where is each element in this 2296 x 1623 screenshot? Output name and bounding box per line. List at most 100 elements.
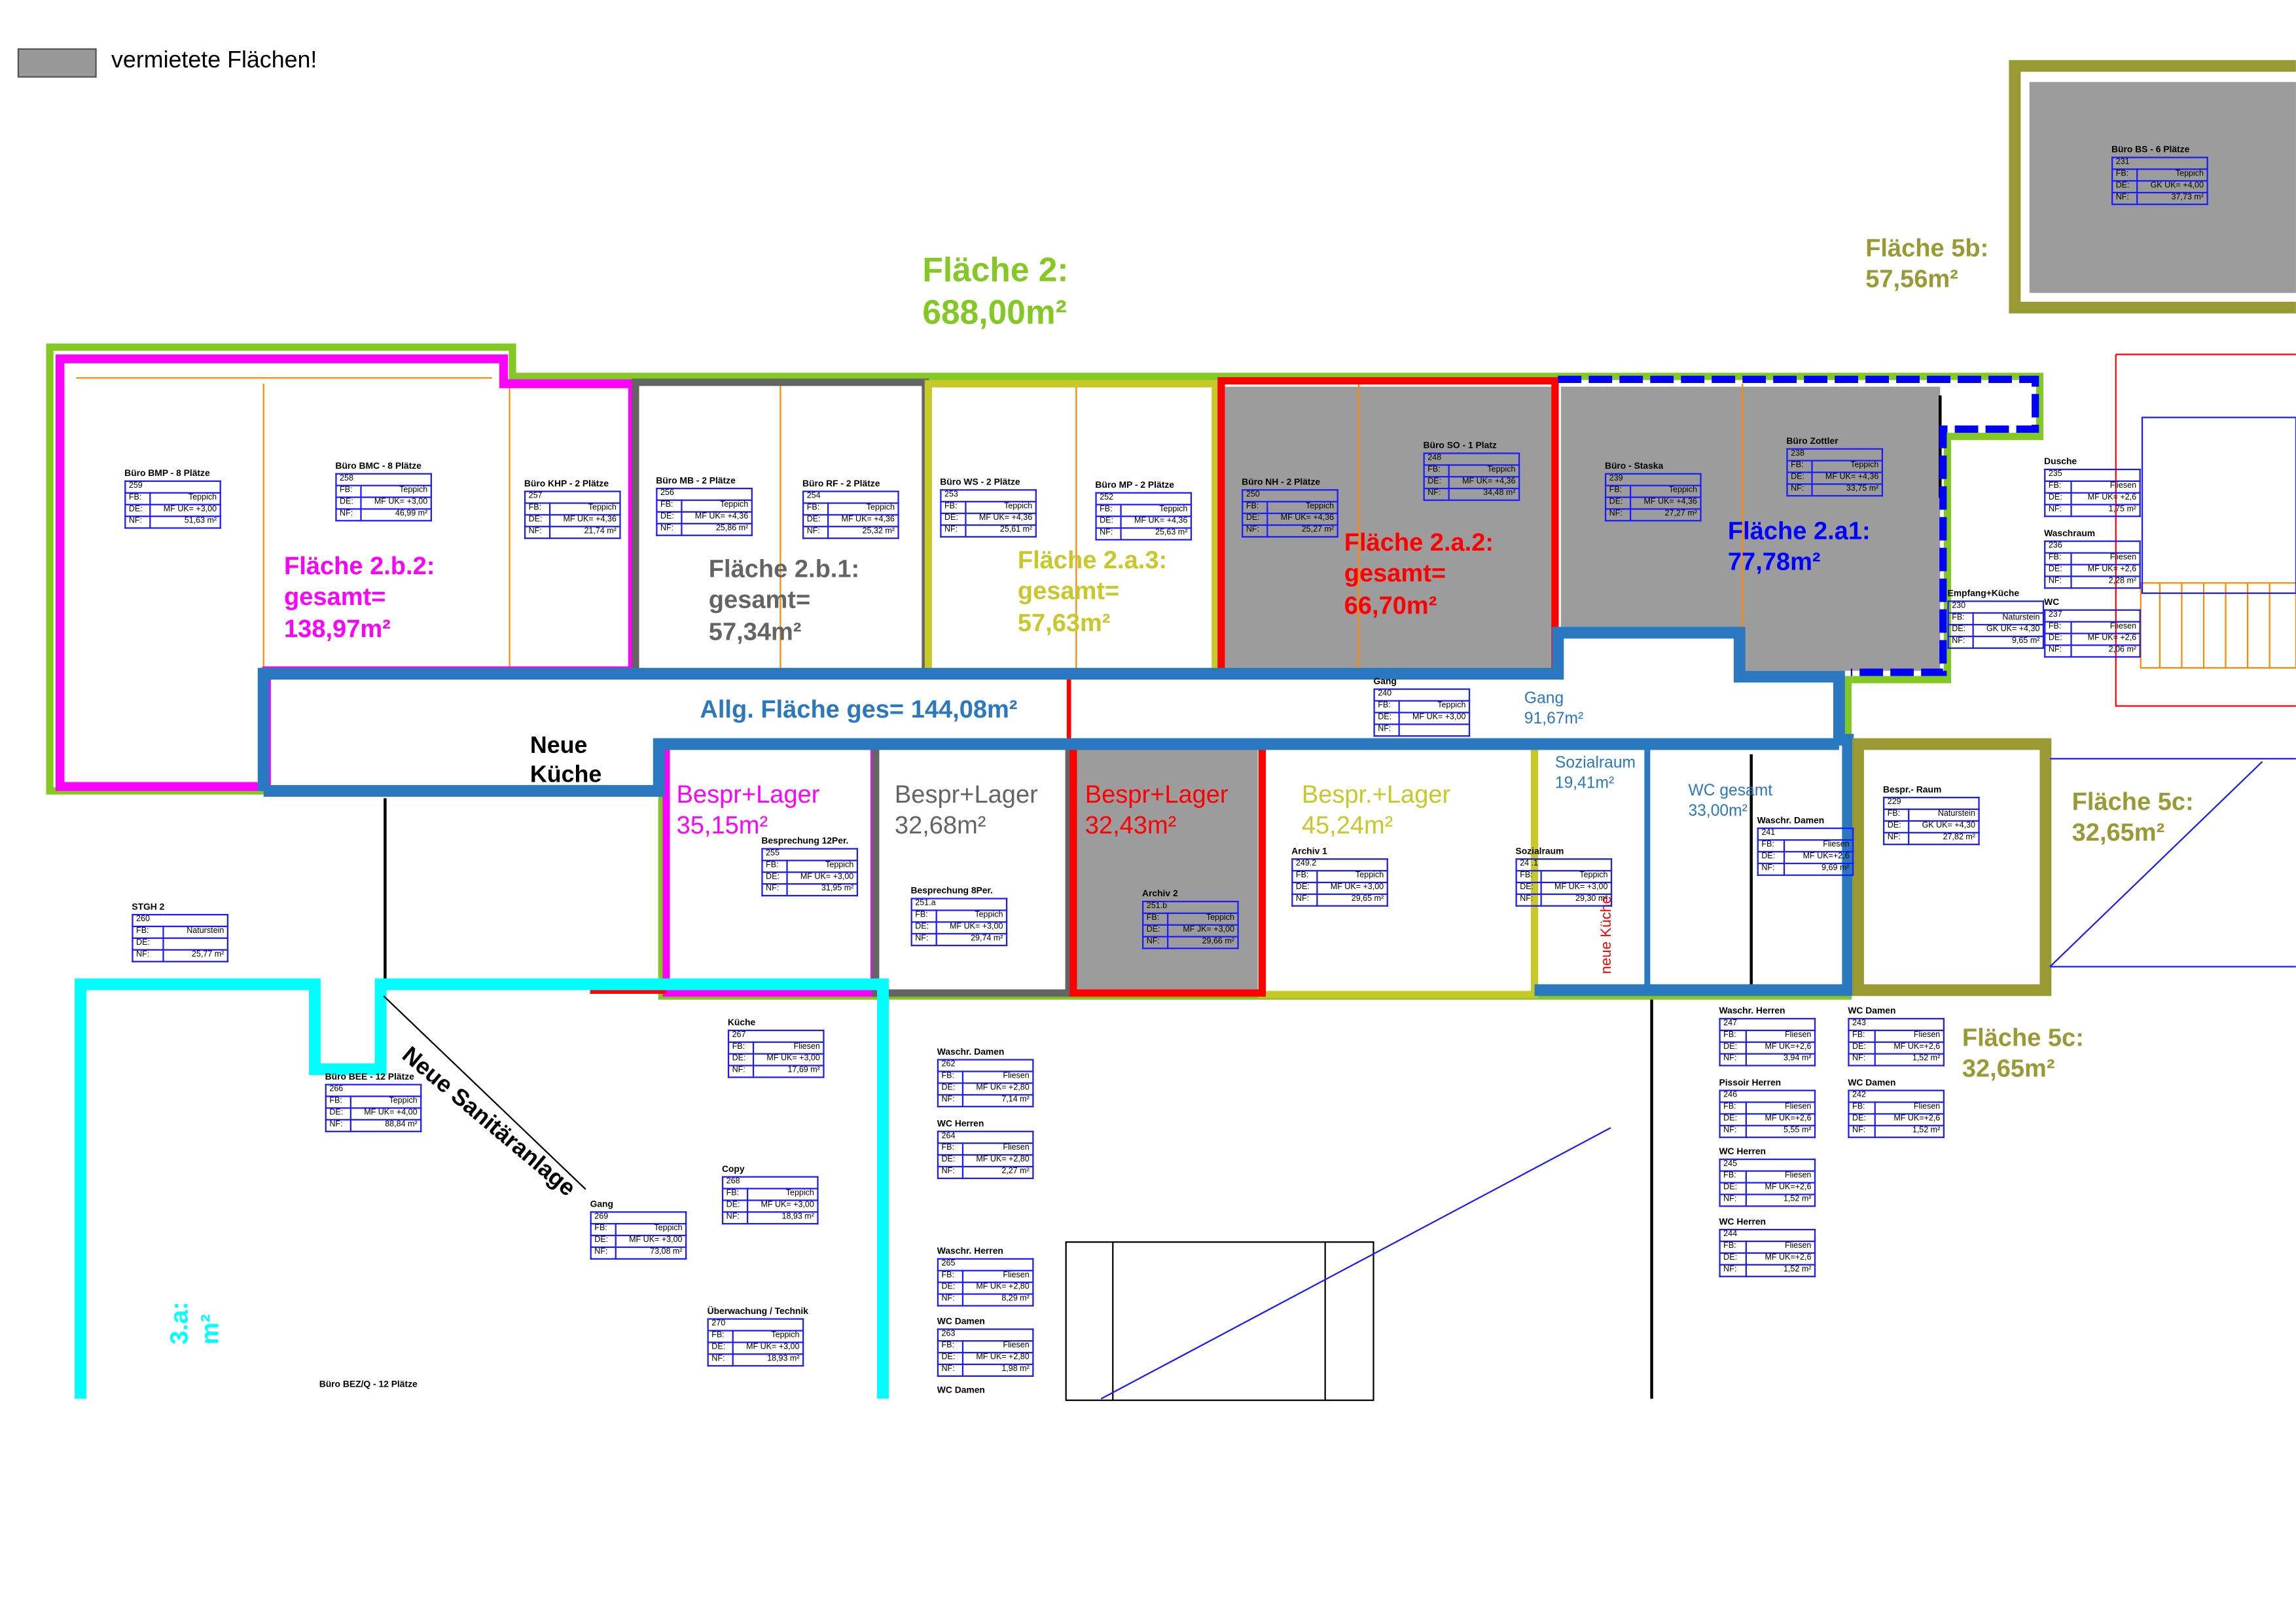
room-number: 254 bbox=[802, 490, 899, 504]
field-label-nf: NF: bbox=[2111, 192, 2138, 206]
field-label-de: DE: bbox=[124, 503, 151, 517]
field-label-nf: NF: bbox=[802, 526, 829, 539]
field-label-de: DE: bbox=[1423, 476, 1450, 490]
room-nf: 51,63 m² bbox=[149, 515, 221, 529]
field-label-nf: NF: bbox=[1883, 831, 1909, 845]
room-name: Büro Zottler bbox=[1786, 436, 1839, 447]
room-number: 243 bbox=[1848, 1017, 1945, 1031]
field-label-de: DE: bbox=[1786, 471, 1812, 485]
field-label-de: DE: bbox=[727, 1053, 754, 1067]
room-name: Empfang+Küche bbox=[1947, 589, 2020, 600]
field-label-nf: NF: bbox=[2044, 503, 2072, 517]
room-de: MF UK= +4,36 bbox=[964, 513, 1037, 526]
field-label-de: DE: bbox=[1242, 513, 1268, 526]
room-de: MF UK= +4,36 bbox=[1266, 513, 1338, 526]
area-label-2a2: Fläche 2.a.2:gesamt=66,70m² bbox=[1344, 528, 1494, 619]
room-de: MF UK= +3,00 bbox=[1316, 881, 1388, 895]
note-neue-kueche-red: neue Küche bbox=[1599, 896, 1615, 974]
field-label-fb: FB: bbox=[1373, 700, 1400, 714]
room-nf: 1,75 m² bbox=[2070, 503, 2141, 517]
room-number: 266 bbox=[325, 1084, 422, 1097]
room-fb: Fliesen bbox=[1746, 1029, 1816, 1043]
outline-3a bbox=[75, 978, 889, 1399]
room-nf: 2,27 m² bbox=[961, 1165, 1034, 1179]
room-fb: Teppich bbox=[827, 502, 899, 516]
room-de: MF UK= +4,36 bbox=[1119, 515, 1193, 529]
field-label-nf: NF: bbox=[1757, 862, 1785, 876]
room-nf: 25,27 m² bbox=[1266, 524, 1338, 538]
field-label-de: DE: bbox=[937, 1351, 963, 1366]
room-nf: 29,65 m² bbox=[1316, 893, 1388, 907]
room-de: MF UK=+2,6 bbox=[1746, 1113, 1816, 1127]
room-number: 259 bbox=[124, 480, 221, 494]
field-label-fb: FB: bbox=[2044, 621, 2072, 634]
room-nf: 31,95 m² bbox=[785, 883, 859, 897]
field-label-fb: FB: bbox=[1515, 869, 1542, 884]
room-de: MF UK= +3,00 bbox=[614, 1234, 687, 1249]
field-label-fb: FB: bbox=[727, 1041, 754, 1055]
room-number: 239 bbox=[1604, 473, 1702, 486]
field-label-fb: FB: bbox=[124, 492, 151, 505]
room-name: Büro BEE - 12 Plätze bbox=[325, 1072, 414, 1083]
field-label-fb: FB: bbox=[761, 860, 787, 873]
field-label-de: DE: bbox=[910, 921, 937, 935]
field-label-nf: NF: bbox=[1848, 1125, 1876, 1139]
field-label-nf: NF: bbox=[1947, 635, 1974, 649]
field-label-fb: FB: bbox=[1291, 869, 1318, 884]
room-fb: Fliesen bbox=[1746, 1101, 1816, 1115]
room-name: WC Herren bbox=[1719, 1217, 1767, 1228]
field-label-de: DE: bbox=[761, 871, 787, 885]
room-fb: Fliesen bbox=[1746, 1240, 1816, 1254]
room-name: Gang bbox=[590, 1199, 614, 1210]
field-label-de: DE: bbox=[1848, 1113, 1876, 1127]
room-fb: Fliesen bbox=[1746, 1170, 1816, 1184]
room-de: MF UK= +2,80 bbox=[961, 1351, 1034, 1366]
field-label-de: DE: bbox=[1373, 712, 1400, 725]
field-label-de: DE: bbox=[802, 514, 829, 528]
field-label-nf: NF: bbox=[940, 524, 966, 538]
room-name: WC bbox=[2044, 597, 2060, 608]
field-label-nf: NF: bbox=[1291, 893, 1318, 907]
room-name: STGH 2 bbox=[132, 902, 165, 913]
field-label-fb: FB: bbox=[1719, 1170, 1748, 1184]
room-fb: Teppich bbox=[1447, 464, 1520, 478]
field-label-de: DE: bbox=[1604, 496, 1631, 510]
room-fb: Teppich bbox=[746, 1188, 819, 1201]
room-number: 248 bbox=[1423, 452, 1520, 466]
room-nf: 25,77 m² bbox=[162, 949, 229, 962]
room-name: Büro - Staska bbox=[1604, 461, 1664, 472]
legend-label: vermietete Flächen! bbox=[111, 48, 317, 73]
outline-2a1 bbox=[1558, 375, 2039, 676]
room-de: GK UK= +4,30 bbox=[1907, 820, 1980, 833]
field-label-fb: FB: bbox=[325, 1095, 351, 1109]
outline-flaeche-2 bbox=[46, 343, 2044, 1000]
room-number: 229 bbox=[1883, 797, 1980, 811]
room-fb: Teppich bbox=[1266, 501, 1338, 515]
room-nf: 1,52 m² bbox=[1874, 1125, 1945, 1139]
field-label-fb: FB: bbox=[937, 1269, 963, 1283]
room-fb: Fliesen bbox=[1874, 1029, 1945, 1043]
room-name: Dusche bbox=[2044, 457, 2077, 467]
room-number: 251.b bbox=[1142, 900, 1239, 915]
